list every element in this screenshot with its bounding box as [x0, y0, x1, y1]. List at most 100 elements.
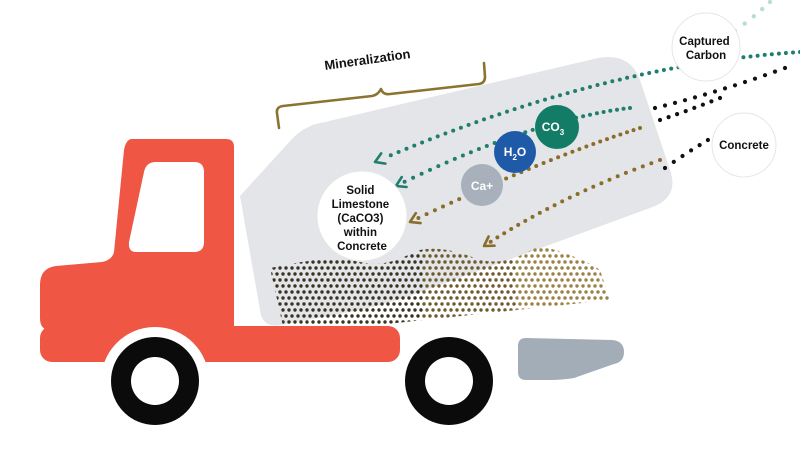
sediment-dot	[560, 242, 563, 245]
sediment-dot	[326, 278, 330, 282]
sediment-dot	[290, 314, 294, 318]
sediment-dot	[398, 278, 402, 282]
sediment-dot	[332, 302, 336, 306]
sediment-dot	[353, 284, 357, 288]
sediment-dot	[461, 308, 465, 312]
sediment-dot	[476, 326, 480, 330]
solid-line-3: (CaCO3)	[337, 213, 383, 225]
sediment-dot	[602, 254, 606, 258]
co3-stream-dot	[460, 153, 465, 158]
sediment-dot	[557, 320, 561, 324]
sediment-dot	[560, 290, 564, 294]
sediment-dot	[440, 254, 444, 258]
sediment-dot	[425, 248, 429, 252]
sediment-dot	[353, 296, 357, 300]
sediment-dot	[575, 248, 579, 252]
sediment-dot	[365, 284, 369, 288]
sediment-dot	[302, 314, 306, 318]
sediment-dot	[503, 320, 507, 324]
sediment-dot	[446, 314, 450, 318]
sediment-dot	[518, 266, 522, 270]
sediment-dot	[503, 284, 507, 288]
sediment-dot	[428, 326, 432, 330]
sediment-dot	[323, 272, 327, 276]
sediment-dot	[593, 248, 597, 252]
sediment-dot	[572, 266, 576, 270]
sediment-dot	[362, 290, 366, 294]
sediment-dot	[464, 254, 468, 258]
sediment-dot	[497, 272, 501, 276]
co3-stream-dot	[444, 160, 449, 165]
captured-carbon-stream-upper-dot	[741, 55, 746, 60]
sediment-dot	[440, 302, 444, 306]
sediment-dot	[593, 296, 597, 300]
sediment-dot	[311, 320, 315, 324]
sediment-dot	[437, 320, 441, 324]
sediment-dot	[287, 320, 291, 324]
sediment-dot	[338, 290, 342, 294]
gold-stream-lower-dot	[502, 231, 507, 236]
sediment-dot	[485, 284, 489, 288]
gold-stream-upper-dot	[416, 216, 421, 220]
sediment-dot	[317, 272, 321, 276]
sediment-dot	[278, 278, 282, 282]
gold-stream-upper-dot	[441, 204, 445, 209]
sediment-dot	[539, 284, 543, 288]
sediment-dot	[401, 272, 405, 276]
sediment-dot	[365, 296, 369, 300]
sediment-dot	[608, 314, 610, 318]
sediment-dot	[608, 326, 610, 330]
sediment-dot	[605, 332, 609, 335]
sediment-dot	[305, 272, 309, 276]
sediment-dot	[332, 278, 336, 282]
concrete-stream-b-dot	[657, 117, 663, 123]
sediment-dot	[425, 308, 429, 312]
sediment-dot	[341, 260, 345, 264]
sediment-dot	[563, 272, 567, 276]
sediment-dot	[599, 284, 603, 288]
sediment-dot	[413, 332, 417, 335]
concrete-stream-a-dot	[762, 73, 768, 78]
gold-stream-lower-dot	[509, 227, 514, 231]
sediment-dot	[572, 242, 575, 245]
concrete-stream-a-dot	[752, 76, 758, 81]
sediment-dot	[410, 254, 414, 258]
sediment-dot	[575, 332, 579, 335]
sediment-dot	[506, 290, 510, 294]
captured-carbon-stream-upper-dot	[632, 74, 637, 79]
sediment-dot	[371, 272, 375, 276]
sediment-dot	[401, 320, 405, 324]
sediment-dot	[479, 332, 483, 335]
sediment-dot	[572, 290, 576, 294]
sediment-dot	[569, 332, 573, 335]
sediment-dot	[308, 278, 312, 282]
sediment-dot	[536, 302, 540, 306]
sediment-dot	[575, 272, 579, 276]
sediment-dot	[458, 266, 462, 270]
captured-carbon-stream-upper-dot	[769, 52, 774, 57]
sediment-dot	[359, 308, 363, 312]
sediment-dot	[581, 260, 585, 264]
sediment-dot	[566, 266, 570, 270]
sediment-dot	[431, 260, 435, 264]
sediment-dot	[407, 272, 411, 276]
sediment-dot	[539, 308, 543, 312]
sediment-dot	[329, 272, 333, 276]
sediment-dot	[467, 308, 471, 312]
sediment-dot	[575, 296, 579, 300]
concrete-stream-a-dot	[702, 92, 708, 97]
sediment-dot	[500, 326, 504, 330]
captured-carbon-stream-upper-dot	[412, 143, 417, 148]
sediment-dot	[530, 314, 534, 318]
sediment-dot	[416, 278, 420, 282]
sediment-dot	[377, 320, 381, 324]
sediment-dot	[299, 308, 303, 312]
concrete-stream-a-dot	[712, 89, 718, 94]
sediment-dot	[578, 314, 582, 318]
sediment-dot	[500, 266, 504, 270]
sediment-dot	[299, 272, 303, 276]
captured-carbon-stream-upper-dot	[489, 114, 494, 119]
captured-carbon-stream-upper-dot	[543, 97, 547, 102]
sediment-dot	[305, 284, 309, 288]
sediment-dot	[350, 278, 354, 282]
